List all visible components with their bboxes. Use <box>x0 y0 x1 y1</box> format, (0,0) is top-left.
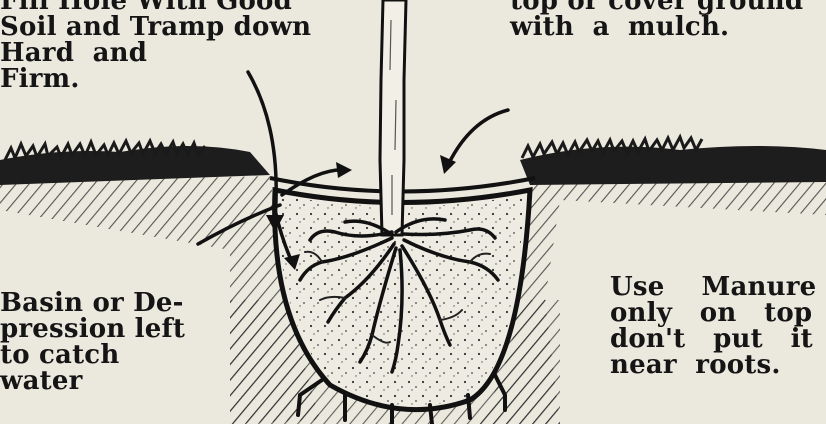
fill-hole-label: Fill Hole With Good Soil and Tramp down … <box>0 0 311 92</box>
tree-trunk <box>380 0 406 235</box>
arrow-mulch <box>448 110 508 165</box>
mulch-label: top or cover ground with a mulch. <box>510 0 803 40</box>
basin-label: Basin or De- pression left to catch wate… <box>0 290 185 394</box>
manure-label: Use Manure only on top don't put it near… <box>610 274 816 378</box>
